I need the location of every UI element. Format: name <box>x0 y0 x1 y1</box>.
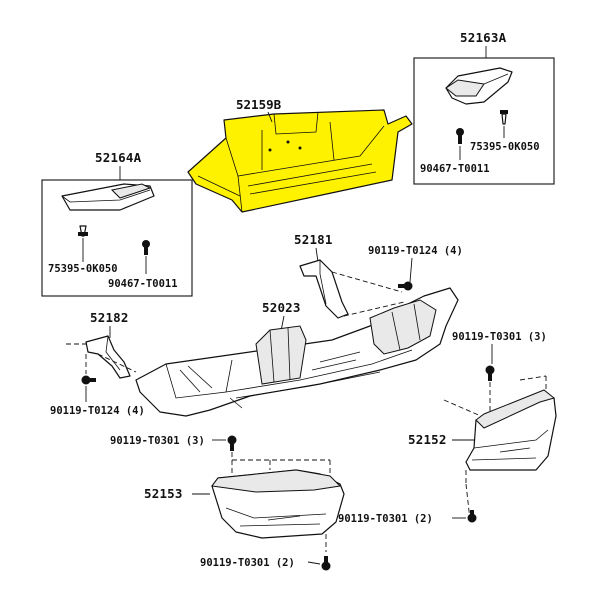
bolt-left-icon[interactable] <box>81 375 97 385</box>
step-pad-left-box-label: 52164A <box>95 150 142 165</box>
bolt-right-upper-icon[interactable] <box>485 365 495 382</box>
clip-left-label: 75395-0K050 <box>48 263 118 275</box>
bolt-right-lower-icon[interactable] <box>467 510 477 523</box>
bolt-center-icon[interactable] <box>398 281 413 291</box>
brace-center-label: 52181 <box>294 232 333 247</box>
brace-left-part[interactable] <box>85 335 131 379</box>
step-pad-right-box <box>413 57 555 185</box>
bolt-center-label: 90119-T0124 (4) <box>368 245 463 257</box>
mat-part-52159B[interactable] <box>187 109 413 213</box>
bolt-right-upper-label: 90119-T0301 (3) <box>452 331 547 343</box>
bolt-right-lower-label: 90119-T0301 (2) <box>338 513 433 525</box>
step-pad-left-box <box>41 179 193 297</box>
cover-right-part[interactable] <box>465 389 557 471</box>
screw-right-icon[interactable] <box>456 128 464 144</box>
bolt-bottom-label: 90119-T0301 (2) <box>200 557 295 569</box>
screw-right-label: 90467-T0011 <box>420 163 490 175</box>
cover-right-label: 52152 <box>408 432 447 447</box>
reinforcement-label: 52023 <box>262 300 301 315</box>
reinforcement-part[interactable] <box>135 287 459 417</box>
brace-left-label: 52182 <box>90 310 129 325</box>
bolt-left-mid-icon[interactable] <box>227 435 237 452</box>
bolt-bottom-icon[interactable] <box>321 556 331 571</box>
clip-right-icon[interactable] <box>500 110 508 125</box>
cover-left-label: 52153 <box>144 486 183 501</box>
bolt-left-mid-label: 90119-T0301 (3) <box>110 435 205 447</box>
clip-left-icon[interactable] <box>78 225 88 237</box>
cover-left-part[interactable] <box>211 469 345 539</box>
step-pad-right-box-label: 52163A <box>460 30 507 45</box>
screw-left-icon[interactable] <box>142 240 150 255</box>
mat-part-number: 52159B <box>236 97 282 112</box>
screw-left-label: 90467-T0011 <box>108 278 178 290</box>
step-pad-left-part[interactable] <box>61 183 155 211</box>
bolt-left-label: 90119-T0124 (4) <box>50 405 145 417</box>
brace-center-part[interactable] <box>299 259 349 319</box>
step-pad-right-part[interactable] <box>445 67 513 105</box>
clip-right-label: 75395-0K050 <box>470 141 540 153</box>
